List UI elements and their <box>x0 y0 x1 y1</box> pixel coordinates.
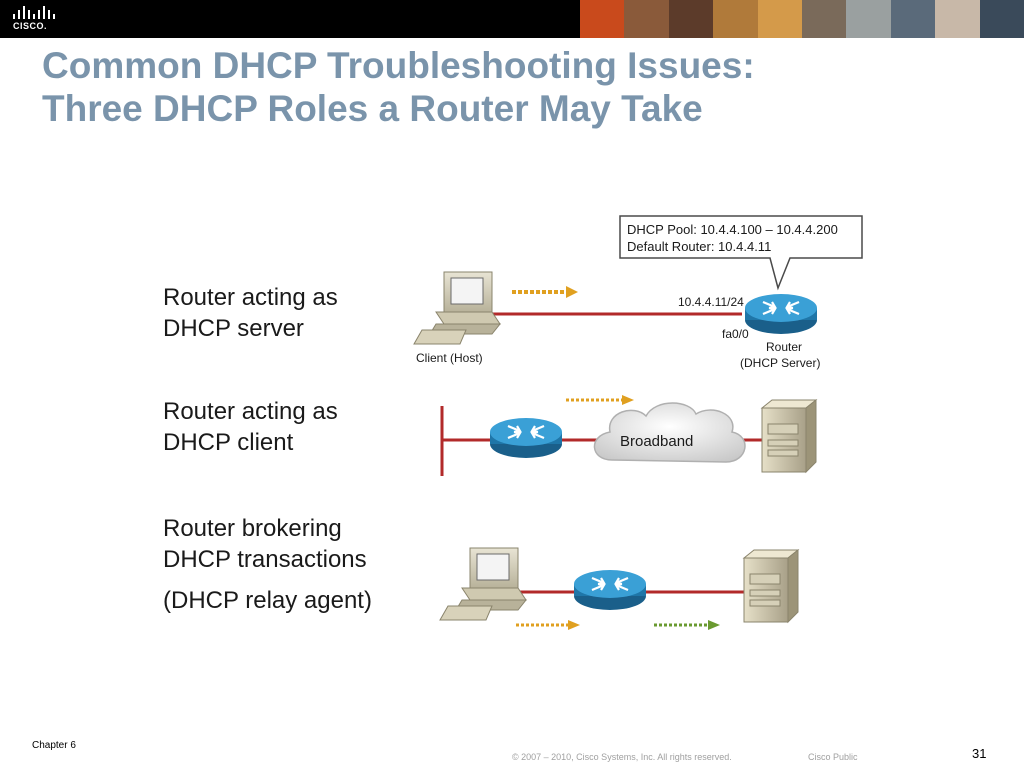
scenario-client: Broadband <box>440 395 817 476</box>
header-bar: CISCO. <box>0 0 1024 38</box>
client-host-label: Client (Host) <box>416 351 483 365</box>
arrow-right-icon <box>654 620 720 630</box>
dhcp-server-icon <box>743 549 799 623</box>
router-label: Router <box>766 340 802 354</box>
router-role-label: (DHCP Server) <box>740 356 820 370</box>
role-relay-line-3: (DHCP relay agent) <box>163 587 372 614</box>
header-photo-strip <box>580 0 1024 38</box>
isp-server-icon <box>761 399 817 473</box>
role-label-server: Router acting as DHCP server <box>163 282 338 344</box>
header-photo <box>713 0 758 38</box>
broadband-cloud-icon <box>593 402 746 463</box>
header-photo <box>757 0 803 38</box>
router-relay-agent-icon <box>572 568 648 612</box>
router-dhcp-client-icon <box>488 416 564 460</box>
arrow-right-icon <box>566 395 634 405</box>
header-photo <box>935 0 980 38</box>
footer-chapter: Chapter 6 <box>32 740 76 751</box>
role-client-line-2: DHCP client <box>163 429 294 456</box>
scenario-server: DHCP Pool: 10.4.4.100 – 10.4.4.200 Defau… <box>413 215 863 370</box>
router-ip-label: 10.4.4.11/24 <box>678 295 744 309</box>
header-photo <box>802 0 847 38</box>
header-photo <box>580 0 625 38</box>
slide-title-line-1: Common DHCP Troubleshooting Issues: <box>42 45 755 86</box>
role-relay-line-1: Router brokering <box>163 515 342 542</box>
header-photo <box>890 0 936 38</box>
scenario-relay <box>439 547 799 630</box>
arrow-right-icon <box>512 286 578 298</box>
router-interface-label: fa0/0 <box>722 327 749 341</box>
role-client-line-1: Router acting as <box>163 398 338 425</box>
callout-pool-text: DHCP Pool: 10.4.4.100 – 10.4.4.200 <box>627 222 838 237</box>
header-photo <box>668 0 714 38</box>
footer-copyright: © 2007 – 2010, Cisco Systems, Inc. All r… <box>512 752 732 762</box>
cisco-logo-text: CISCO. <box>13 21 48 31</box>
dhcp-pool-callout <box>619 215 863 291</box>
header-photo <box>624 0 669 38</box>
header-photo <box>846 0 891 38</box>
header-photo <box>979 0 1024 38</box>
footer-classification: Cisco Public <box>808 752 858 762</box>
router-dhcp-server-icon <box>743 292 819 336</box>
cisco-logo-icon <box>13 6 55 19</box>
callout-default-router-text: Default Router: 10.4.4.11 <box>627 239 771 254</box>
slide-title: Common DHCP Troubleshooting Issues: Thre… <box>42 44 755 130</box>
role-server-line-1: Router acting as <box>163 284 338 311</box>
role-relay-line-2: DHCP transactions <box>163 546 367 573</box>
role-label-relay: Router brokering DHCP transactions (DHCP… <box>163 513 372 616</box>
arrow-right-icon <box>516 620 580 630</box>
broadband-label: Broadband <box>620 433 693 450</box>
role-label-client: Router acting as DHCP client <box>163 396 338 458</box>
page-number: 31 <box>972 746 987 761</box>
role-server-line-2: DHCP server <box>163 315 304 342</box>
slide-title-line-2: Three DHCP Roles a Router May Take <box>42 88 703 129</box>
relay-client-icon <box>439 547 527 621</box>
client-host-icon <box>413 271 501 345</box>
